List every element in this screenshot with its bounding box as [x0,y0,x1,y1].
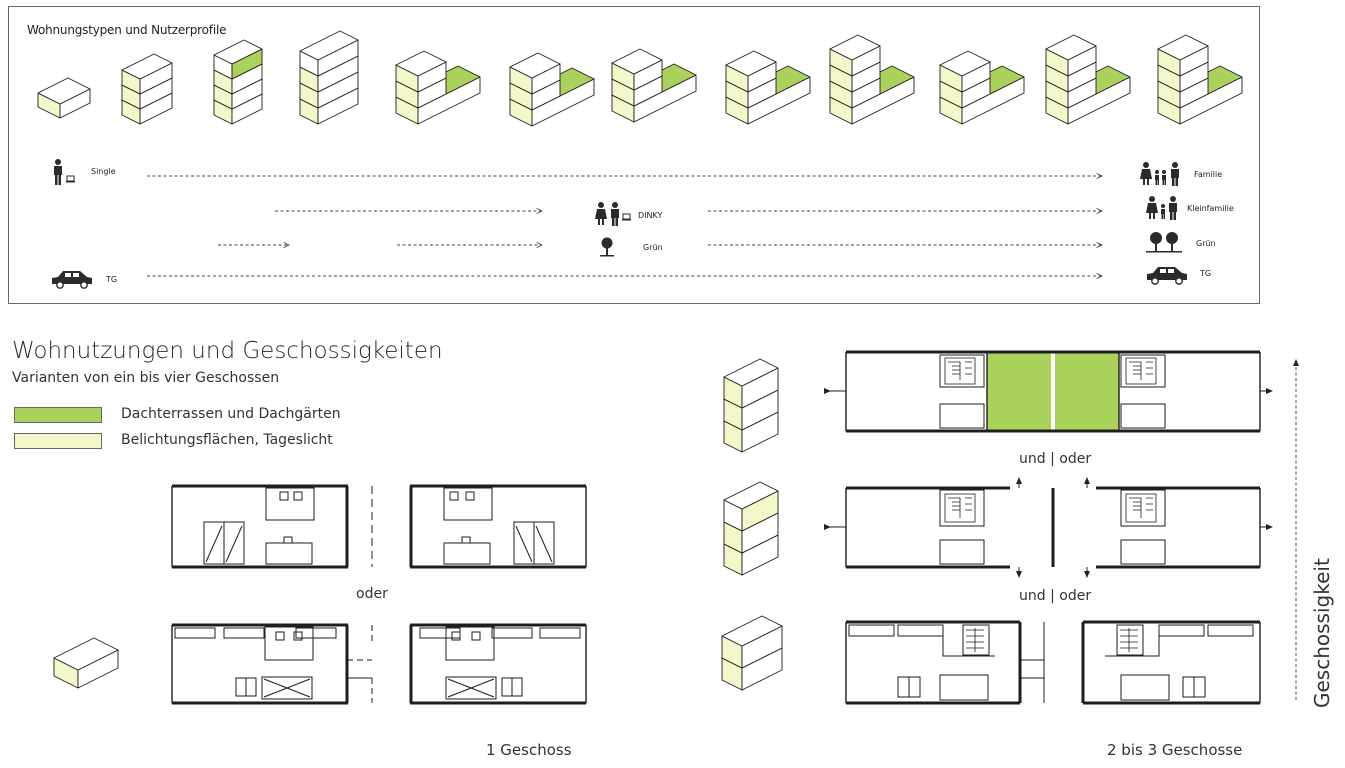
dwelling-type-11 [1045,34,1131,125]
variant-three-floor-a-2 [723,358,779,409]
legend-label-daylight: Belichtungsflächen, Tageslicht [121,432,333,448]
dwelling-type-6-tower-1 [509,52,561,95]
label-gruen-mid: Grün [643,243,663,252]
dwelling-type-9 [829,34,915,125]
dwelling-type-9-tower-2 [829,34,881,77]
plan-row-2 [824,477,1273,578]
tree-icon-mid [600,237,614,257]
panel-title: Wohnungstypen und Nutzerprofile [27,23,227,37]
dwelling-type-12 [1157,34,1243,125]
plans-multi-floor [824,350,1299,705]
profile-arrows [147,176,1102,276]
label-oder: oder [356,586,388,602]
dwelling-type-7-tower-1 [611,48,663,91]
dwelling-type-3-3 [213,39,263,80]
couple-icon-dinky [595,202,631,226]
dwelling-type-1 [37,77,91,119]
plan-1c [171,623,373,705]
stair-symbols [944,357,1157,652]
trees-icon-right [1146,232,1182,253]
block-top-face [509,52,561,79]
family-icon [1140,162,1179,186]
legend-label-roof-gardens: Dachterrassen und Dachgärten [121,406,341,422]
section-title: Wohnutzungen und Geschossigkeiten [12,338,443,364]
dwelling-type-12-tower-2 [1157,34,1209,77]
car-icon-right [1147,267,1187,285]
plan-1b [409,484,587,569]
roof-garden-right [1055,352,1119,431]
plan-row-3 [845,620,1261,705]
plans-one-floor [171,484,587,705]
block-top-face [611,48,663,75]
profile-icons [52,159,1187,289]
label-und-oder-2: und | oder [1019,588,1092,604]
label-single: Single [91,167,116,176]
block-top-face [721,615,783,647]
block-top-face [939,50,991,77]
label-kleinfamilie: Kleinfamilie [1187,204,1234,213]
dwelling-type-8 [725,50,811,125]
dwelling-type-2-2 [121,53,173,95]
dwelling-type-10 [939,50,1025,125]
block-top-face [829,34,881,61]
small-family-icon [1146,196,1177,220]
label-two-three-floors: 2 bis 3 Geschosse [1107,741,1243,759]
block-top-face [395,50,447,77]
laptop-base-icon [66,181,75,183]
car-icon-left [52,271,92,289]
label-one-floor: 1 Geschoss [486,741,572,759]
roof-garden-left [987,352,1051,431]
dwelling-type-6 [509,52,595,127]
dwelling-types-panel: Wohnungstypen und Nutzerprofile [8,6,1260,304]
dwelling-type-4-3 [299,30,359,77]
laptop-icon-single [66,175,75,182]
section-subtitle: Varianten von ein bis vier Geschossen [12,370,280,386]
block-top-face [37,77,91,105]
block-top-face [723,481,779,510]
plan-row-1 [824,350,1273,433]
legend-swatch-daylight [14,433,102,449]
label-tg-left: TG [106,275,118,284]
label-und-oder-1: und | oder [1019,451,1092,467]
label-dinky: DINKY [638,211,663,220]
block-top-face [299,30,359,61]
block-top-face [1045,34,1097,61]
variant-two-floor-1 [721,615,783,669]
block-top-face [53,637,119,671]
floor-variant-blocks [53,358,783,691]
person-icon-single [54,159,62,185]
dwelling-type-8-tower-1 [725,50,777,93]
plan-1d [409,623,587,705]
label-familie: Familie [1194,170,1223,179]
dwelling-type-11-tower-2 [1045,34,1097,77]
block-top-face [121,53,173,80]
variant-one-floor [53,637,119,689]
dwelling-type-7 [611,48,697,123]
block-top-face [1157,34,1209,61]
block-top-face [725,50,777,77]
plan-1a [171,484,373,569]
dwelling-type-10-tower-1 [939,50,991,93]
dwelling-type-blocks [37,30,1243,127]
legend-swatch-roof-gardens [14,407,102,423]
label-tg-right: TG [1200,269,1212,278]
dwelling-type-5 [395,50,481,125]
dwelling-type-5-tower-1 [395,50,447,93]
variant-three-floor-b-2 [723,481,779,532]
label-gruen-right: Grün [1196,239,1216,248]
block-top-face [213,39,263,65]
block-top-face [723,358,779,387]
